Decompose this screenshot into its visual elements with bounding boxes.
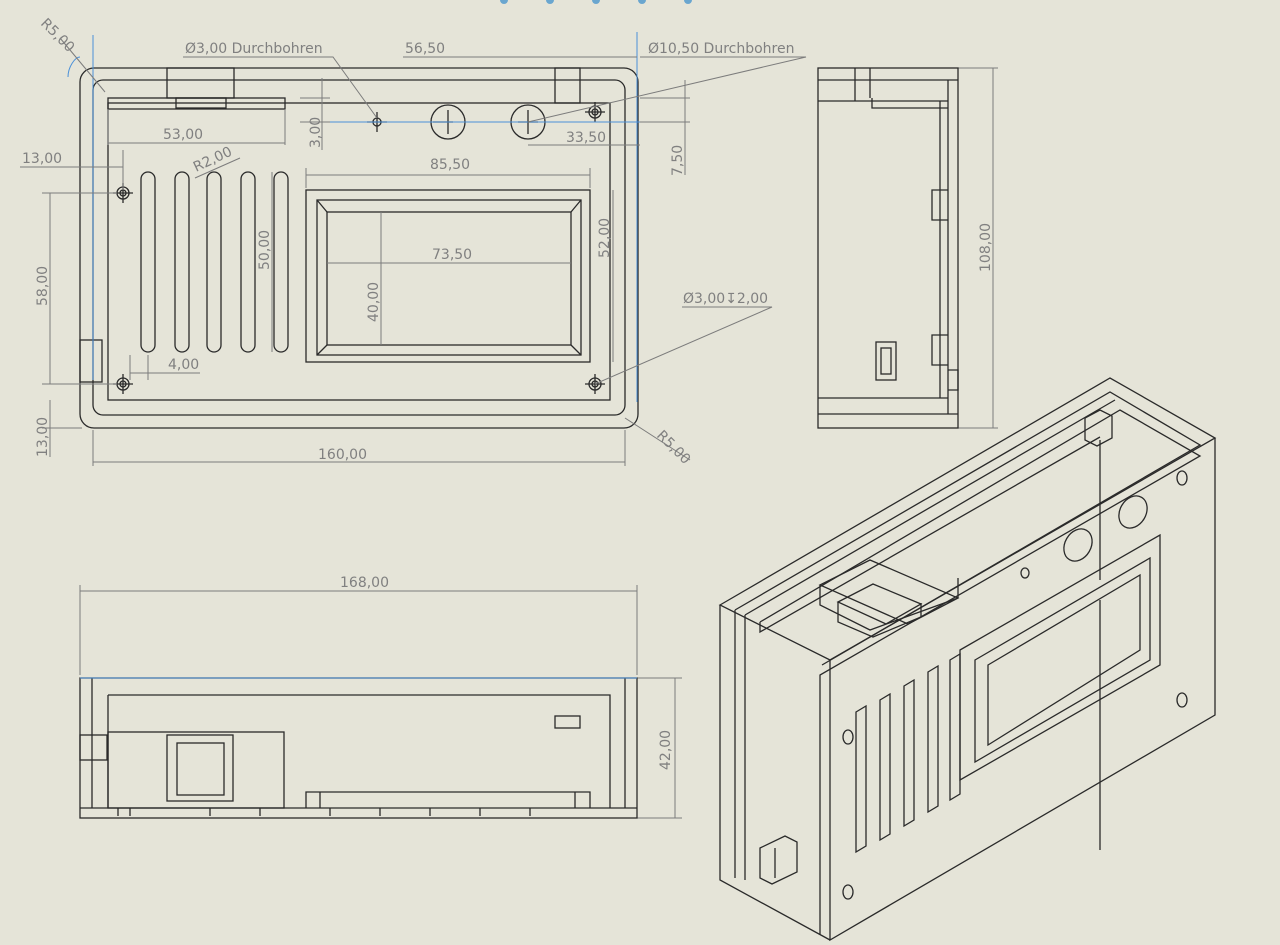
- dim-top-width: 53,00: [163, 127, 203, 143]
- dim-slot-length: 50,00: [257, 230, 273, 270]
- dim-slot-radius: R2,00: [191, 144, 235, 176]
- dim-top-offset: 7,50: [670, 145, 686, 176]
- dim-display-outer-width: 85,50: [430, 157, 470, 173]
- display-cutout: [305, 189, 591, 363]
- iso-display: [959, 533, 1161, 782]
- vent-slots: [140, 171, 289, 353]
- dim-bottom-depth: 42,00: [658, 730, 674, 770]
- dim-side-height: 108,00: [978, 223, 994, 272]
- toolbar-icons: [500, 0, 692, 4]
- dim-display-inner-height: 40,00: [366, 282, 382, 322]
- callout-hole-small: Ø3,00 Durchbohren: [185, 41, 323, 57]
- dim-hole-spacing: 56,50: [405, 41, 445, 57]
- bottom-view: 168,00 42,00: [79, 575, 674, 819]
- dim-radius-bottom-right: R5,00: [653, 428, 693, 468]
- dim-left-offset: 13,00: [22, 151, 62, 167]
- dim-radius-top-left: R5,00: [37, 16, 77, 56]
- toolbar-icon[interactable]: [592, 0, 600, 4]
- front-view: Ø3,00 Durchbohren 56,50 Ø10,50 Durchbohr…: [20, 16, 998, 819]
- side-view: 108,00: [817, 67, 994, 429]
- callout-mount-hole: Ø3,00↧2,00: [683, 291, 768, 307]
- isometric-view: [718, 377, 1217, 942]
- toolbar-icon[interactable]: [638, 0, 646, 4]
- dim-display-inner-width: 73,50: [432, 247, 472, 263]
- toolbar-icon[interactable]: [500, 0, 508, 4]
- dim-right-hole: 33,50: [566, 130, 606, 146]
- dim-slot-gap: 4,00: [168, 357, 199, 373]
- iso-vent-slots: [855, 652, 961, 854]
- toolbar-icon[interactable]: [546, 0, 554, 4]
- toolbar-icon[interactable]: [684, 0, 692, 4]
- dim-hole-offset: 3,00: [308, 117, 324, 148]
- dim-bottom-length: 168,00: [340, 575, 389, 591]
- dim-display-outer-height: 52,00: [597, 218, 613, 258]
- callout-hole-large: Ø10,50 Durchbohren: [648, 41, 794, 57]
- dim-bottom-offset: 13,00: [35, 417, 51, 457]
- dim-mount-spacing: 58,00: [35, 266, 51, 306]
- dim-total-width: 160,00: [318, 447, 367, 463]
